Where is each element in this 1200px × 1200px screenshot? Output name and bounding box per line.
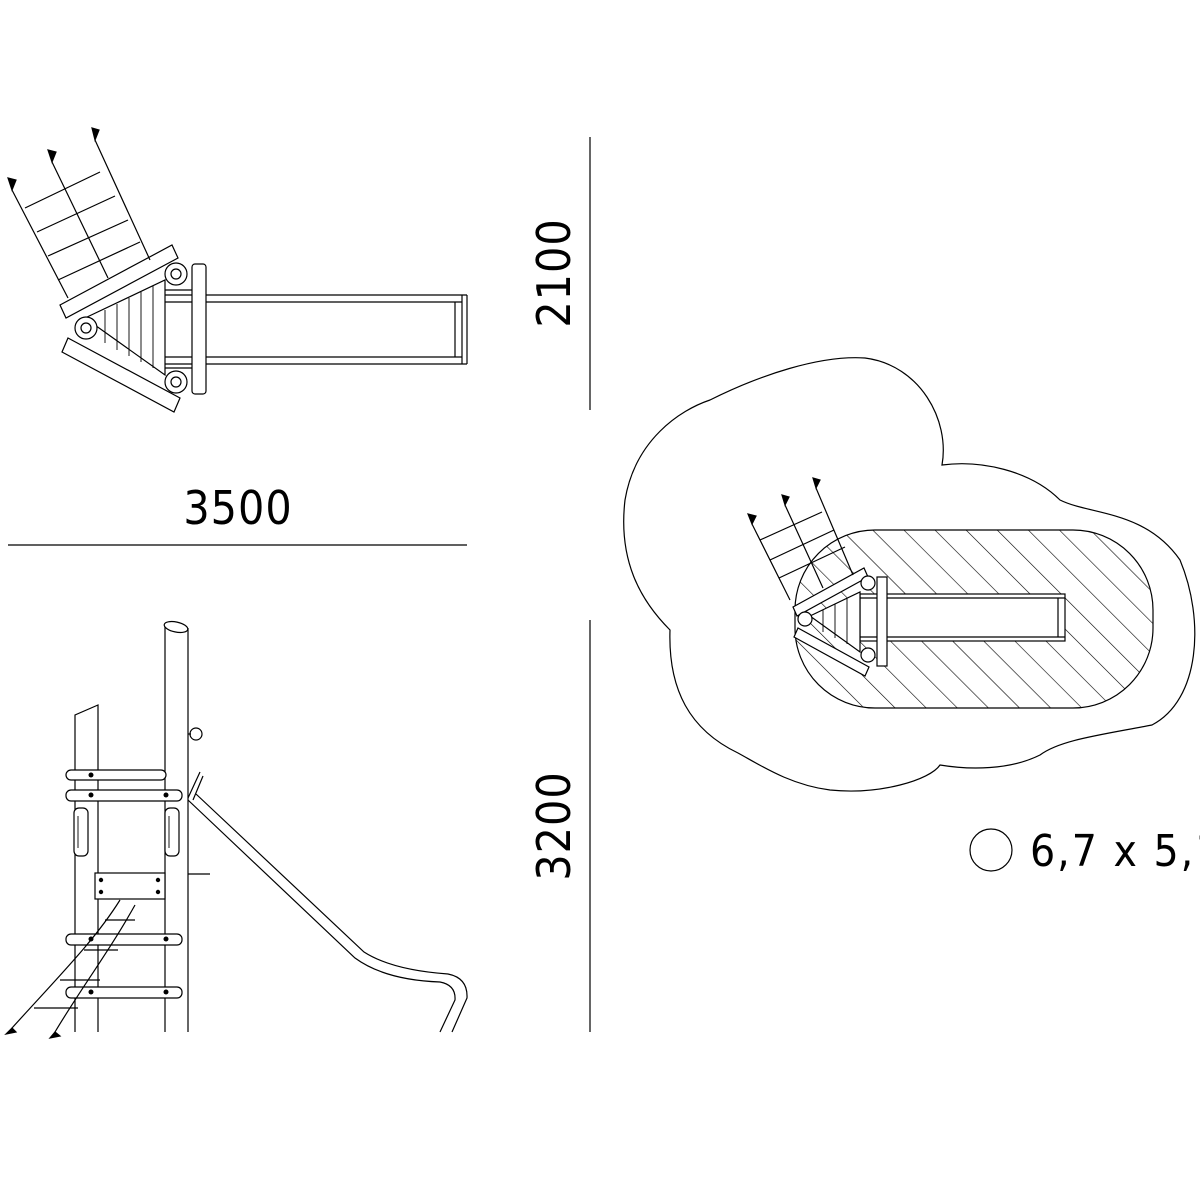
safety-area-view xyxy=(623,357,1196,792)
plan-view xyxy=(7,127,468,413)
safety-area-legend-icon xyxy=(969,828,1013,872)
elevation-handles xyxy=(73,807,180,857)
elevation-net xyxy=(4,899,136,1039)
safety-area-outline xyxy=(623,357,1196,792)
plan-posts xyxy=(74,262,188,394)
plan-slide xyxy=(165,294,468,365)
elevation-rails xyxy=(65,769,183,999)
plan-platform-beam xyxy=(191,263,207,395)
plan-diagonal-beams xyxy=(59,244,181,413)
width-dimension-label: 3500 xyxy=(183,481,292,535)
elevation-platform-plate xyxy=(94,872,166,900)
depth-dimension-label: 2100 xyxy=(527,218,581,327)
safety-area-legend-label: 6,7 x 5,1 xyxy=(1030,826,1200,877)
plan-deck-boards xyxy=(83,279,166,377)
height-dimension-label: 3200 xyxy=(527,771,581,880)
impact-area-outline xyxy=(794,529,1154,709)
elevation-short-post xyxy=(74,704,99,1032)
elevation-slide xyxy=(187,771,468,1033)
safety-mini-plan xyxy=(747,477,1066,677)
elevation-view xyxy=(4,620,468,1039)
plan-climbing-net xyxy=(7,127,151,299)
